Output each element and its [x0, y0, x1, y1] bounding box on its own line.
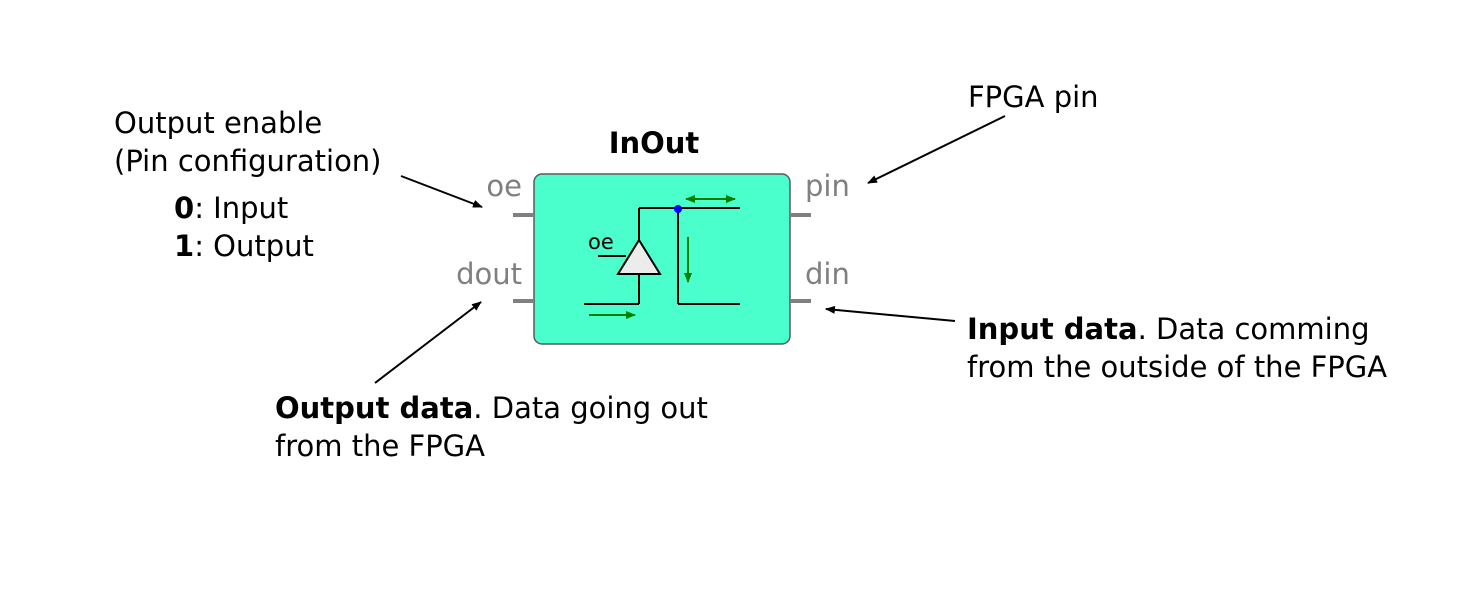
tristate-buffer-symbol: oe [584, 195, 740, 319]
input-data-bold: Input data [967, 312, 1138, 346]
output-enable-pointer-arrow [400, 175, 483, 208]
input-data-pointer-arrow [825, 305, 956, 322]
fpga-pin-pointer-arrow [867, 115, 1006, 184]
input-data-annotation: Input data. Data comming from the outsid… [825, 305, 1387, 384]
oe-port-label: oe [486, 169, 522, 203]
output-enable-option-0: 0: Input [174, 191, 288, 225]
output-enable-subtitle: (Pin configuration) [114, 144, 382, 178]
option-0-key: 0 [174, 191, 194, 225]
option-0-text: : Input [194, 191, 288, 225]
input-data-line-2: from the outside of the FPGA [967, 350, 1387, 384]
din-port-label: din [805, 257, 850, 291]
dout-port-label: dout [456, 257, 522, 291]
fpga-pin-label: FPGA pin [968, 80, 1099, 114]
output-data-pointer-arrow [374, 301, 482, 384]
fpga-pin-annotation: FPGA pin [867, 80, 1099, 184]
output-data-annotation: Output data. Data going out from the FPG… [275, 301, 708, 463]
buffer-oe-label: oe [588, 230, 614, 254]
output-data-bold: Output data [275, 391, 473, 425]
input-data-line-1: Input data. Data comming [967, 312, 1370, 346]
pin-port-label: pin [805, 169, 850, 203]
output-enable-option-1: 1: Output [174, 229, 314, 263]
option-1-text: : Output [194, 229, 314, 263]
output-enable-title: Output enable [114, 106, 322, 140]
output-data-line-2: from the FPGA [275, 429, 485, 463]
block-title: InOut [609, 126, 700, 160]
output-data-rest: . Data going out [473, 391, 708, 425]
output-enable-annotation: Output enable (Pin configuration) 0: Inp… [114, 106, 483, 263]
input-data-rest: . Data comming [1138, 312, 1370, 346]
junction-node [674, 205, 682, 213]
output-data-line-1: Output data. Data going out [275, 391, 708, 425]
option-1-key: 1 [174, 229, 194, 263]
inout-block [533, 173, 791, 345]
